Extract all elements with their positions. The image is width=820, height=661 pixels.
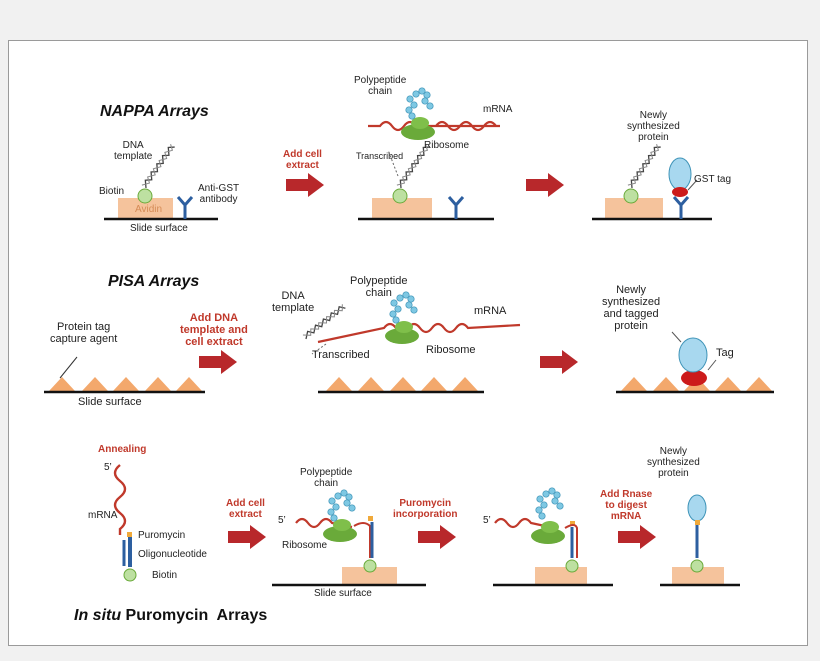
pisa-graphics [44,291,774,394]
newly-tagged-label: Newly synthesized and tagged protein [602,284,661,332]
nappa-panel [92,70,743,265]
newly-synthesized-label: Newly synthesized protein [627,110,680,143]
insitu-polypeptide-label: Polypeptide chain [300,467,353,489]
anti-gst-label: Anti-GST antibody [198,183,240,205]
insitu-ribosome-label: Ribosome [282,540,328,551]
pisa-transcribed-label: Transcribed [312,349,370,361]
insitu-five-prime-3: 5’ [483,515,491,526]
insitu-graphics [113,464,740,587]
insitu-title-rest: Puromycin Arrays [121,607,268,624]
mrna-label: mRNA [483,104,513,115]
slide-surface-label: Slide surface [130,223,188,234]
nappa-graphics [104,87,712,221]
insitu-title-italic: In situ [74,607,122,624]
add-cell-extract-label: Add cell extract [283,149,322,171]
pisa-polypeptide-label: Polypeptide chain [350,275,408,299]
insitu-title: In situ Puromycin Arrays [74,607,267,625]
puromycin-incorporation-label: Puromycin incorporation [393,498,458,520]
transcribed-label: Transcribed [356,151,404,161]
five-prime-label: 5’ [104,462,112,473]
pisa-title: PISA Arrays [108,273,200,290]
insitu-mrna-label: mRNA [88,510,118,521]
oligonucleotide-label: Oligonucleotide [138,549,207,560]
annealing-label: Annealing [98,444,147,455]
avidin-label: Avidin [135,204,163,215]
nappa-title: NAPPA Arrays [100,103,209,120]
puromycin-label: Puromycin [138,530,186,541]
add-rnase-label: Add Rnase to digest mRNA [600,489,653,522]
pisa-dna-template-label: DNA template [272,290,315,314]
protein-tag-label: Protein tag capture agent [50,321,118,345]
pisa-ribosome-label: Ribosome [426,344,476,356]
biotin-bead [137,188,153,204]
arrow-1 [286,173,324,197]
tag-label: Tag [716,347,734,359]
insitu-newly-label: Newly synthesized protein [647,446,700,479]
insitu-slide-surface-label: Slide surface [314,588,372,599]
ribosome-label: Ribosome [424,140,470,151]
insitu-five-prime-2: 5’ [278,515,286,526]
insitu-add-cell-label: Add cell extract [226,498,265,520]
avidin-block [118,198,173,218]
dna-template-label: DNA template [114,140,153,162]
polypeptide-chain-label: Polypeptide chain [354,75,407,97]
add-dna-label: Add DNA template and cell extract [180,312,248,348]
pisa-mrna-label: mRNA [474,305,507,317]
gst-tag-label: GST tag [694,174,732,185]
pisa-slide-surface-label: Slide surface [78,396,142,408]
insitu-biotin-label: Biotin [152,570,178,581]
biotin-label: Biotin [99,186,125,197]
